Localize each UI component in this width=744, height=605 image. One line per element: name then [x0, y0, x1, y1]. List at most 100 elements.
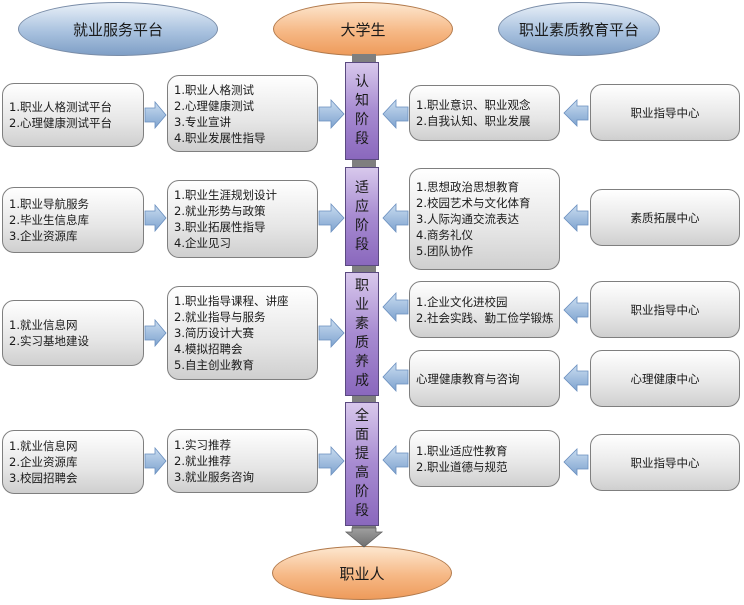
box-line: 3.人际沟通交流表达	[416, 212, 519, 226]
box-line: 2.心理健康测试	[174, 98, 254, 113]
right-outer-box-2: 素质拓展中心	[590, 189, 740, 246]
box-line: 1.思想政治思想教育	[416, 180, 519, 194]
stage-char: 认	[355, 74, 369, 90]
stage-char: 提	[355, 446, 369, 462]
stage-char: 养	[355, 354, 369, 370]
stage-char: 职	[355, 278, 369, 294]
box-line: 4.职业发展性指导	[174, 130, 266, 145]
stage-char: 知	[355, 93, 369, 109]
employment-service-platform-ellipse: 就业服务平台	[18, 2, 218, 56]
stage-char: 面	[355, 427, 369, 443]
box-line: 1.职业指导课程、讲座	[174, 294, 289, 308]
stage-char: 高	[355, 465, 369, 481]
stage-char: 全	[355, 408, 369, 424]
stage-quality-development: 职业素质养成	[345, 272, 379, 396]
left-outer-box-4: 1.就业信息网 2.企业资源库 3.校园招聘会	[2, 430, 144, 494]
stage-comprehensive-improvement: 全面提高阶段	[345, 402, 379, 526]
box-line: 5.团队协作	[416, 244, 473, 258]
stage-char: 业	[355, 297, 369, 313]
right-inner-box-4: 心理健康教育与咨询	[409, 350, 560, 407]
college-student-label: 大学生	[340, 20, 386, 39]
arrow-left-icon	[382, 361, 409, 393]
stage-adaptation: 适应阶段	[345, 167, 379, 266]
box-line: 2.毕业生信息库	[9, 213, 89, 227]
right-outer-box-4: 心理健康中心	[590, 350, 740, 407]
arrow-right-icon	[318, 202, 345, 234]
box-line: 1.职业生涯规划设计	[174, 188, 277, 202]
stage-char: 应	[355, 198, 369, 215]
box-line: 2.企业资源库	[9, 455, 78, 469]
left-outer-box-2: 1.职业导航服务 2.毕业生信息库 3.企业资源库	[2, 187, 144, 253]
box-line: 2.就业形势与政策	[174, 204, 266, 218]
right-outer-label-1: 职业指导中心	[630, 105, 700, 120]
arrow-left-icon	[563, 204, 589, 232]
left-outer-box-3: 1.就业信息网 2.实习基地建设	[2, 300, 144, 366]
arrow-left-icon	[382, 291, 409, 323]
box-line: 2.就业指导与服务	[174, 310, 266, 324]
stage-cognition: 认知阶段	[345, 62, 379, 160]
right-outer-label-4: 心理健康中心	[630, 371, 700, 386]
professional-ellipse: 职业人	[272, 546, 452, 600]
stage-char: 素	[355, 316, 369, 332]
box-line: 1.企业文化进校园	[416, 294, 508, 309]
box-line: 1.就业信息网	[9, 439, 78, 453]
arrow-left-icon	[382, 444, 409, 476]
box-line: 3.职业拓展性指导	[174, 220, 266, 234]
stage-char: 阶	[355, 217, 369, 234]
arrow-right-icon	[144, 100, 167, 130]
employment-service-platform-label: 就业服务平台	[72, 20, 163, 39]
arrow-left-icon	[563, 364, 589, 392]
stage-char: 成	[355, 373, 369, 389]
box-line: 3.就业服务咨询	[174, 470, 254, 484]
professional-label: 职业人	[339, 564, 385, 583]
arrow-left-icon	[382, 202, 409, 234]
arrow-left-icon	[563, 448, 589, 476]
right-outer-box-5: 职业指导中心	[590, 434, 740, 491]
left-outer-box-1: 1.职业人格测试平台 2.心理健康测试平台	[2, 83, 144, 147]
arrow-right-icon	[144, 203, 167, 233]
vocational-quality-platform-label: 职业素质教育平台	[518, 20, 639, 39]
box-line: 3.企业资源库	[9, 229, 78, 243]
right-outer-label-2: 素质拓展中心	[630, 210, 700, 225]
stage-char: 段	[355, 236, 369, 253]
stage-char: 阶	[355, 484, 369, 500]
box-line: 1.职业人格测试	[174, 82, 254, 97]
stage-char: 段	[355, 131, 369, 147]
stage-char: 质	[355, 335, 369, 351]
arrow-right-icon	[318, 98, 345, 130]
box-line: 1.职业意识、职业观念	[416, 98, 531, 112]
arrow-right-icon	[318, 317, 345, 349]
box-line: 心理健康教育与咨询	[416, 371, 520, 386]
right-inner-box-1: 1.职业意识、职业观念 2.自我认知、职业发展	[409, 85, 560, 141]
box-line: 2.实习基地建设	[9, 334, 89, 348]
box-line: 1.就业信息网	[9, 318, 78, 332]
right-outer-box-3: 职业指导中心	[590, 281, 740, 338]
vocational-quality-platform-ellipse: 职业素质教育平台	[498, 2, 660, 56]
arrow-right-icon	[318, 445, 345, 477]
stage-char: 段	[355, 503, 369, 519]
box-line: 2.心理健康测试平台	[9, 116, 112, 130]
box-line: 3.专业宣讲	[174, 114, 231, 129]
box-line: 4.企业见习	[174, 236, 231, 250]
right-inner-box-2: 1.思想政治思想教育 2.校园艺术与文化体育 3.人际沟通交流表达 4.商务礼仪 5.团…	[409, 168, 560, 270]
right-outer-label-5: 职业指导中心	[630, 455, 700, 470]
box-line: 4.商务礼仪	[416, 228, 473, 242]
arrow-right-icon	[144, 318, 167, 348]
box-line: 2.校园艺术与文化体育	[416, 196, 531, 210]
box-line: 1.职业人格测试平台	[9, 100, 112, 114]
stage-char: 适	[355, 179, 369, 196]
box-line: 1.实习推荐	[174, 438, 231, 452]
box-line: 3.校园招聘会	[9, 471, 78, 485]
arrow-right-icon	[144, 446, 167, 476]
arrow-left-icon	[382, 98, 409, 130]
box-line: 1.职业导航服务	[9, 197, 89, 211]
right-outer-label-3: 职业指导中心	[630, 302, 700, 317]
box-line: 3.简历设计大赛	[174, 326, 254, 340]
box-line: 2.自我认知、职业发展	[416, 114, 531, 128]
